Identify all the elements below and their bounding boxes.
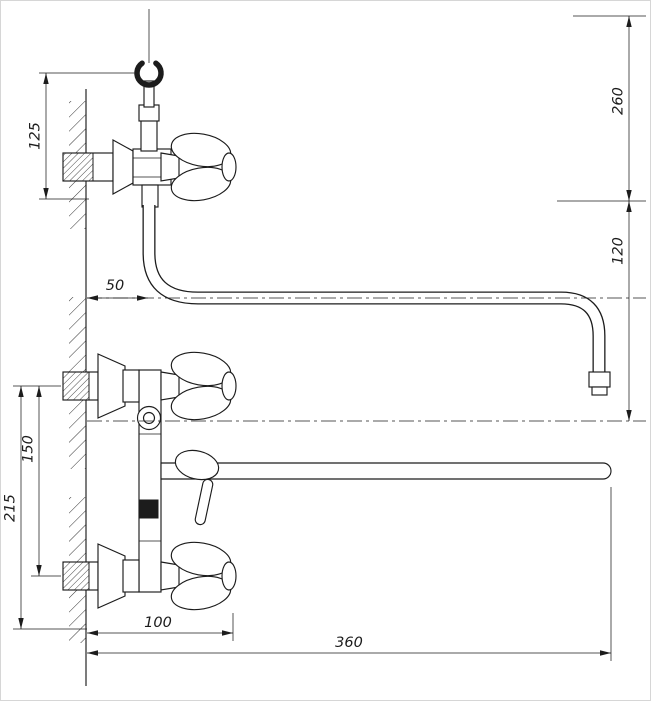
- mixer-top-escutcheon: [97, 353, 126, 419]
- dim-label-360: 360: [335, 635, 363, 651]
- spout-outlet: [588, 371, 611, 388]
- dimension-50: 50: [87, 278, 148, 301]
- bottom-spout: [160, 462, 612, 480]
- diverter-block: [139, 499, 159, 519]
- s-spout-inner: [143, 205, 605, 373]
- shower-hook: [134, 60, 164, 88]
- spout-aerator: [591, 386, 608, 396]
- dimension-360: 360: [87, 487, 612, 661]
- upper-faucet-assembly: [62, 60, 172, 208]
- mixer-cold-handle: [160, 537, 237, 615]
- mixer-bottom-escutcheon: [97, 543, 126, 609]
- dim-label-260: 260: [611, 87, 627, 115]
- dim-label-150: 150: [21, 435, 37, 463]
- dimension-215: 215: [3, 386, 87, 630]
- upper-inlet-thread: [62, 152, 94, 182]
- hook-stem: [143, 80, 155, 108]
- hook-ring-inner: [142, 411, 156, 425]
- mixer-top-inlet-thread: [62, 371, 90, 401]
- dim-label-125: 125: [28, 122, 44, 150]
- s-spout-outer: [142, 205, 606, 373]
- upper-stem: [140, 118, 158, 152]
- dimension-100: 100: [87, 613, 234, 641]
- dimension-125: 125: [28, 72, 137, 200]
- mixer-top-nut: [122, 369, 140, 403]
- upper-tailpiece: [141, 184, 159, 208]
- upper-faucet-handle: [160, 128, 237, 206]
- dim-label-120: 120: [611, 237, 627, 265]
- dimension-120: 120: [611, 201, 632, 421]
- diverter-knob: [174, 449, 220, 481]
- mixer-bottom-inlet-thread: [62, 561, 90, 591]
- dimension-150: 150: [13, 385, 61, 577]
- dim-label-100: 100: [144, 615, 172, 631]
- dimension-260: 260: [557, 15, 646, 202]
- mixer-bottom-nut: [122, 559, 140, 593]
- mixer-hot-handle: [160, 347, 237, 425]
- diverter-lever: [194, 478, 214, 526]
- dim-label-215: 215: [3, 494, 19, 522]
- dim-label-50: 50: [106, 278, 124, 294]
- mixer-body: [138, 369, 162, 593]
- upper-escutcheon: [112, 139, 134, 195]
- lower-mixer: [62, 353, 612, 609]
